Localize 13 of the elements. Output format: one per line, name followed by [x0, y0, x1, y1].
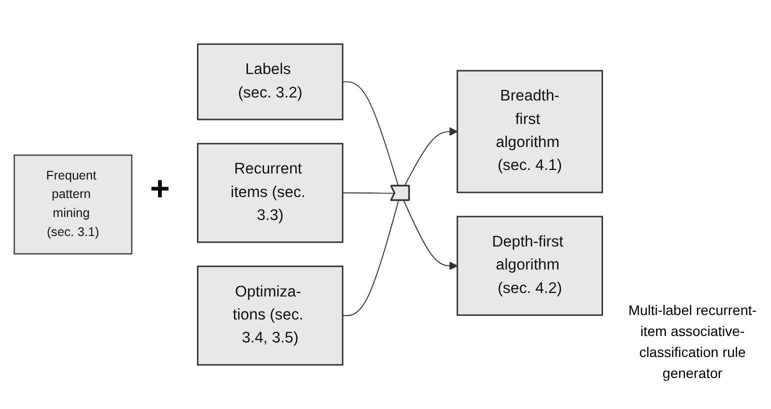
plus-sign: +: [150, 170, 170, 209]
node-box: Frequent pattern mining (sec. 3.1): [14, 154, 132, 254]
connector: [342, 81, 399, 187]
node-box: Breadth-first algorithm (sec. 4.1): [456, 70, 603, 194]
caption-text: Multi-label recurrent-item associative-classification rule generator: [627, 301, 758, 383]
arrow: [404, 127, 458, 187]
connector: [342, 192, 396, 194]
connector: [342, 200, 399, 316]
arrow: [403, 200, 458, 270]
node-box: Depth-first algorithm (sec. 4.2): [456, 216, 603, 316]
node-box: Optimiza- tions (sec. 3.4, 3.5): [197, 266, 344, 366]
node-box: Recurrent items (sec. 3.3): [197, 142, 344, 243]
node-box: Labels (sec. 3.2): [197, 43, 344, 120]
